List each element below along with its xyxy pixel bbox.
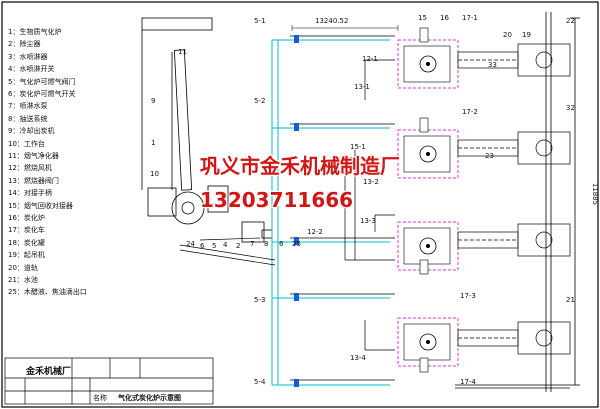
- dust-collector: [207, 185, 229, 213]
- label-11: 11: [178, 48, 187, 56]
- tank-carts: [517, 43, 571, 355]
- title-drawing: 气化式炭化炉示意图: [118, 394, 181, 402]
- label-7: 7: [250, 240, 255, 248]
- label-4: 4: [223, 241, 228, 249]
- label-32: 32: [566, 104, 575, 112]
- furnace-4: [397, 317, 459, 373]
- dimension-top: [291, 25, 399, 31]
- label-6b: 6: [279, 240, 284, 248]
- flue-ducts: [179, 35, 395, 381]
- label-5-3: 5-3: [254, 296, 266, 304]
- gasifier-drum: [171, 191, 205, 225]
- label-33: 33: [488, 61, 497, 69]
- cooling-carbon-machine: [173, 49, 193, 191]
- legend-item: 2：除尘器: [8, 40, 41, 49]
- carbonization-units: [397, 27, 459, 373]
- dimension-total-width: 13240.52: [315, 17, 349, 25]
- legend-item: 3：水喷淋器: [8, 52, 48, 61]
- gas-pipeline: [271, 39, 390, 386]
- work-table: [147, 187, 177, 217]
- legend-item: 1：生物质气化炉: [8, 28, 62, 36]
- legend-item: 18：炭化罐: [8, 238, 45, 247]
- legend-item: 9：冷却出炭机: [8, 127, 55, 136]
- label-20: 20: [503, 31, 512, 39]
- legend-item: 10：工作台: [8, 139, 45, 148]
- legend-item: 16：炭化炉: [8, 214, 45, 222]
- label-12-1: 12-1: [362, 55, 378, 63]
- label-17-1: 17-1: [462, 14, 478, 22]
- furnace-2: [397, 117, 459, 179]
- label-17-3: 17-3: [460, 292, 476, 300]
- legend-item: 19：起吊机: [8, 251, 45, 260]
- watermark-phone: 13203711666: [200, 188, 354, 212]
- label-5-4: 5-4: [254, 378, 266, 386]
- label-17-2: 17-2: [462, 108, 478, 116]
- pump-unit: [241, 221, 265, 243]
- legend-item: 13：燃烧器阀门: [8, 176, 59, 185]
- label-12-2: 12-2: [307, 228, 323, 236]
- label-19: 19: [522, 31, 531, 39]
- label-22: 22: [566, 17, 575, 25]
- legend-item: 7：喷淋水泵: [8, 102, 48, 111]
- furnace-1: [397, 27, 459, 89]
- legend-item: 12：燃烧风机: [8, 164, 52, 173]
- label-21: 21: [566, 296, 575, 304]
- title-name-label: 名称: [93, 394, 107, 402]
- label-6: 6: [200, 242, 205, 250]
- legend-item: 17：炭化车: [8, 226, 45, 235]
- label-13-3: 13-3: [360, 217, 376, 225]
- furnace-3: [397, 221, 459, 275]
- legend-item: 14：对接手柄: [8, 189, 52, 198]
- legend-item: 15：烟气回收对接器: [8, 201, 73, 210]
- dimension-height: 11885: [591, 182, 600, 206]
- legend-item: 5：气化炉可燃气阀门: [8, 77, 76, 86]
- gasifier-assembly: [141, 17, 273, 243]
- label-24: 24: [186, 240, 195, 248]
- legend-item: 8：抽送系统: [8, 114, 48, 123]
- gasifier-frame: [141, 17, 213, 31]
- legend-item: 25：木醋液、焦油滴出口: [8, 288, 87, 297]
- label-5: 5: [212, 242, 217, 250]
- label-13-4: 13-4: [350, 354, 366, 362]
- label-15: 15: [418, 14, 427, 22]
- rails: [457, 51, 519, 347]
- label-15-1: 15-1: [350, 143, 366, 151]
- label-13-2: 13-2: [363, 178, 379, 186]
- label-16: 16: [440, 14, 449, 22]
- title-block: [4, 357, 214, 405]
- legend-item: 20：道轨: [8, 263, 38, 272]
- label-5-2: 5-2: [254, 97, 266, 105]
- legend-item: 4：水喷淋开关: [8, 65, 55, 74]
- label-1: 1: [151, 139, 156, 147]
- label-17-4: 17-4: [460, 378, 476, 386]
- title-company: 金禾机械厂: [26, 367, 72, 377]
- label-8: 8: [264, 240, 269, 248]
- watermark-company: 巩义市金禾机械制造厂: [200, 154, 400, 178]
- valves: [294, 35, 355, 387]
- crane-rails: [455, 12, 580, 392]
- label-5-1: 5-1: [254, 17, 266, 25]
- label-9: 9: [151, 97, 156, 105]
- label-13-1: 13-1: [354, 83, 370, 91]
- label-2: 2: [236, 242, 241, 250]
- label-23: 23: [485, 152, 494, 160]
- label-10: 10: [150, 170, 159, 178]
- legend-item: 11：烟气净化器: [8, 152, 59, 160]
- label-25: 25: [292, 240, 301, 248]
- legend-item: 21：水池: [8, 276, 38, 284]
- legend-item: 6：炭化炉可燃气开关: [8, 90, 76, 98]
